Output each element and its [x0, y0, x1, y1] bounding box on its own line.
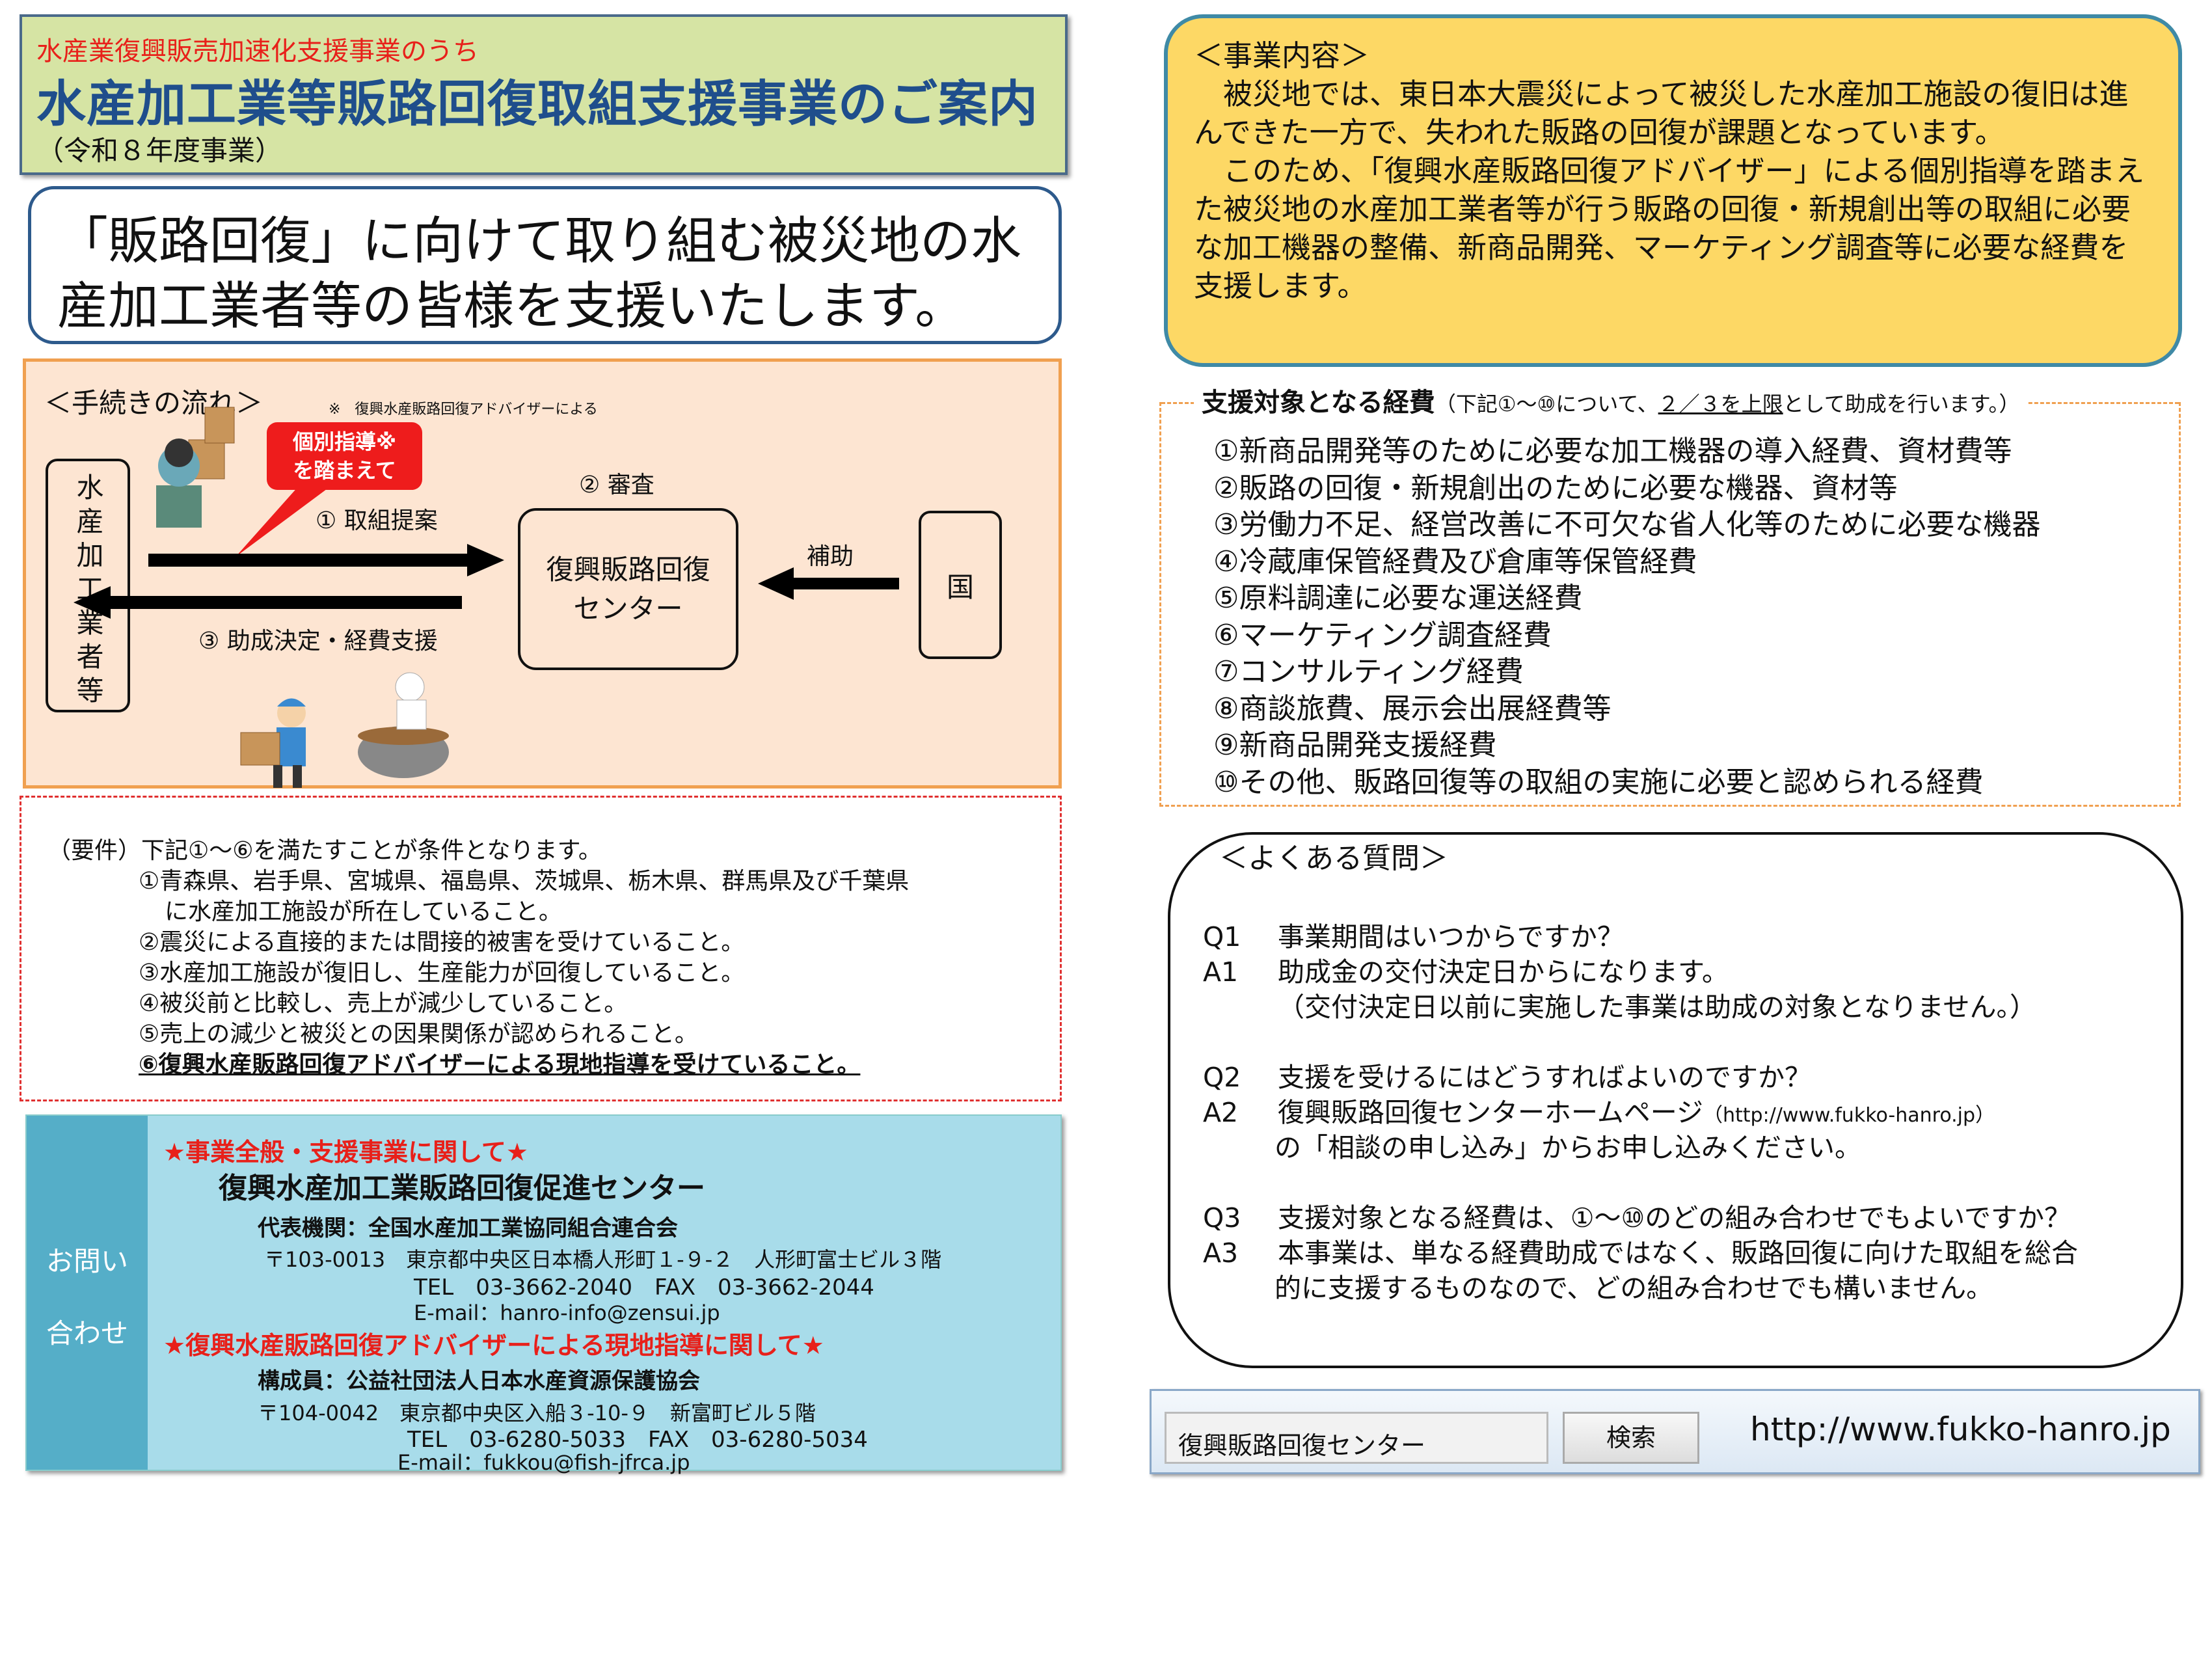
- search-button[interactable]: 検索: [1563, 1412, 1699, 1464]
- contact2-email[interactable]: E-mail：fukkou@fish-jfrca.jp: [398, 1450, 690, 1475]
- requirement-item: ⑤売上の減少と被災との因果関係が認められること。: [139, 1021, 698, 1047]
- expenses-note: として助成を行います。）: [1783, 392, 2020, 416]
- expenses-list: ①新商品開発等のために必要な加工機器の導入経費、資材費等 ②販路の回復・新規創出…: [1213, 433, 2040, 801]
- faq-q-label: Q3: [1203, 1202, 1241, 1234]
- callout-tail: [236, 485, 332, 557]
- business-paragraph: 被災地では、東日本大震災によって被災した水産加工施設の復旧は進んできた一方で、失…: [1194, 77, 2129, 150]
- faq-answer: 本事業は、単なる経費助成ではなく、販路回復に向けた取組を総合: [1278, 1237, 2078, 1269]
- eligible-expenses: 支援対象となる経費（下記①～⑩について、２／３を上限として助成を行います。） ①…: [1159, 381, 2181, 807]
- center-line: センター: [573, 592, 683, 625]
- expense-item: ①新商品開発等のために必要な加工機器の導入経費、資材費等: [1213, 435, 2012, 468]
- faq-question: 事業期間はいつからですか？: [1278, 921, 1624, 952]
- search-input[interactable]: 復興販路回復センター: [1165, 1412, 1548, 1464]
- contact1-email[interactable]: E-mail：hanro-info@zensui.jp: [414, 1301, 720, 1325]
- faq-answer: （交付決定日以前に実施した事業は助成の対象となりません。）: [1278, 991, 2037, 1023]
- worker-illustration-icon: [156, 407, 235, 528]
- title-subtitle: 水産業復興販売加速化支援事業のうち: [36, 36, 479, 66]
- faq-answer: 的に支援するものなので、どの組み合わせでも構いません。: [1275, 1273, 1993, 1304]
- requirement-item: ⑥復興水産販路回復アドバイザーによる現地指導を受けていること。: [139, 1051, 861, 1078]
- faq-q-label: Q1: [1203, 921, 1241, 952]
- cooking-illustration-icon: [358, 672, 449, 778]
- subsidy-label: 補助: [807, 543, 854, 570]
- expense-item: ⑤原料調達に必要な運送経費: [1213, 582, 1583, 615]
- faq-question: 支援を受けるにはどうすればよいのですか？: [1278, 1062, 1811, 1093]
- callout-line: 個別指導※: [292, 429, 397, 454]
- decision-arrow: [111, 596, 462, 609]
- website-url[interactable]: http://www.fukko-hanro.jp: [1750, 1410, 2171, 1448]
- expense-item: ④冷蔵庫保管経費及び倉庫等保管経費: [1213, 545, 1697, 578]
- contact2-rep: 構成員：公益社団法人日本水産資源保護協会: [258, 1368, 700, 1394]
- expenses-title: 支援対象となる経費: [1202, 388, 1435, 418]
- requirement-item: ③水産加工施設が復旧し、生産能力が回復していること。: [139, 960, 745, 986]
- requirements: （要件）下記①～⑥を満たすことが条件となります。 ①青森県、岩手県、宮城県、福島…: [20, 796, 1062, 1101]
- faq-a-label: A2: [1203, 1097, 1239, 1128]
- headline: 「販路回復」に向けて取り組む被災地の水産加工業者等の皆様を支援いたします。: [28, 186, 1062, 344]
- step-proposal: ① 取組提案: [316, 507, 438, 534]
- expenses-limit: ２／３を上限: [1658, 392, 1783, 416]
- expense-item: ⑧商談旅費、展示会出展経費等: [1213, 692, 1612, 725]
- business-paragraph: このため、「復興水産販路回復アドバイザー」による個別指導を踏まえた被災地の水産加…: [1194, 154, 2145, 303]
- expense-item: ⑨新商品開発支援経費: [1213, 729, 1497, 762]
- faq-answer-url[interactable]: （http://www.fukko-hanro.jp）: [1703, 1104, 1995, 1127]
- contact1-heading: ★事業全般・支援事業に関して★: [163, 1138, 528, 1167]
- delivery-illustration-icon: [240, 698, 306, 788]
- requirements-intro: （要件）下記①～⑥を満たすことが条件となります。: [47, 837, 602, 864]
- faq-answer: 復興販路回復センターホームページ（http://www.fukko-hanro.…: [1278, 1095, 1995, 1133]
- title-banner: 水産業復興販売加速化支援事業のうち 水産加工業等販路回復取組支援事業のご案内 （…: [20, 14, 1068, 175]
- center-box: 復興販路回復センター: [518, 508, 738, 670]
- faq-a-label: A3: [1203, 1237, 1239, 1269]
- procedure-flow: ＜手続きの流れ＞ ※ 復興水産販路回復アドバイザーによる 水産加工業者等: [23, 358, 1062, 789]
- contact-label-line: お問い: [46, 1245, 128, 1277]
- individual-guidance-callout: 個別指導※ を踏まえて: [267, 422, 422, 490]
- expense-item: ⑩その他、販路回復等の取組の実施に必要と認められる経費: [1213, 765, 1984, 799]
- step-decision: ③ 助成決定・経費支援: [198, 628, 438, 654]
- contact-label: お問い 合わせ: [27, 1116, 148, 1470]
- contact1-org: 復興水産加工業販路回復促進センター: [219, 1172, 705, 1205]
- expenses-heading: 支援対象となる経費（下記①～⑩について、２／３を上限として助成を行います。）: [1194, 381, 2028, 419]
- contact1-phone: TEL 03-3662-2040 FAX 03-3662-2044: [414, 1275, 874, 1301]
- expense-item: ②販路の回復・新規創出のために必要な機器、資材等: [1213, 471, 1898, 505]
- faq-answer-text: 復興販路回復センターホームページ: [1278, 1097, 1703, 1128]
- contact2-phone: TEL 03-6280-5033 FAX 03-6280-5034: [407, 1427, 868, 1453]
- proposal-arrow: [148, 554, 467, 567]
- fiscal-year: （令和８年度事業）: [36, 135, 283, 167]
- faq-a-label: A1: [1203, 956, 1239, 988]
- faq-q-label: Q2: [1203, 1062, 1241, 1093]
- flow-arrows: [74, 407, 899, 788]
- country-box: 国: [919, 511, 1002, 659]
- business-heading: ＜事業内容＞: [1194, 38, 1370, 73]
- requirement-item: ①青森県、岩手県、宮城県、福島県、茨城県、栃木県、群馬県及び千葉県: [139, 868, 910, 895]
- faq-heading: ＜よくある質問＞: [1219, 842, 1448, 875]
- faq: ＜よくある質問＞ Q1 事業期間はいつからですか？ A1 助成金の交付決定日から…: [1168, 832, 2183, 1368]
- faq-answer: の「相談の申し込み」からお申し込みください。: [1275, 1132, 1861, 1163]
- contact1-rep: 代表機関：全国水産加工業協同組合連合会: [258, 1215, 678, 1241]
- contact-info: お問い 合わせ ★事業全般・支援事業に関して★ 復興水産加工業販路回復促進センタ…: [25, 1114, 1062, 1475]
- faq-question: 支援対象となる経費は、①～⑩のどの組み合わせでもよいですか？: [1278, 1202, 2071, 1234]
- faq-answer: 助成金の交付決定日からになります。: [1278, 956, 1729, 988]
- business-description: ＜事業内容＞ 被災地では、東日本大震災によって被災した水産加工施設の復旧は進んで…: [1164, 14, 2182, 367]
- search-bar: 復興販路回復センター 検索 http://www.fukko-hanro.jp: [1150, 1389, 2200, 1474]
- requirement-item: ②震災による直接的または間接的被害を受けていること。: [139, 929, 745, 956]
- flow-note: ※ 復興水産販路回復アドバイザーによる: [329, 401, 598, 418]
- expense-item: ⑦コンサルティング経費: [1213, 655, 1524, 688]
- requirement-item: ④被災前と比較し、売上が減少していること。: [139, 990, 628, 1017]
- expense-item: ③労働力不足、経営改善に不可欠な省人化等のために必要な機器: [1213, 508, 2041, 541]
- contact2-address: 〒104-0042 東京都中央区入船３-10-９ 新富町ビル５階: [258, 1401, 816, 1425]
- step-review: ② 審査: [579, 472, 654, 498]
- center-line: 復興販路回復: [546, 553, 710, 586]
- contact1-address: 〒103-0013 東京都中央区日本橋人形町１-９-２ 人形町富士ビル３階: [264, 1247, 942, 1272]
- requirement-item: に水産加工施設が所在していること。: [165, 898, 562, 925]
- contact2-heading: ★復興水産販路回復アドバイザーによる現地指導に関して★: [163, 1331, 824, 1360]
- contact-label-line: 合わせ: [46, 1317, 128, 1349]
- expenses-note: （下記①～⑩について、: [1435, 392, 1658, 416]
- page-title: 水産加工業等販路回復取組支援事業のご案内: [36, 75, 1038, 133]
- expense-item: ⑥マーケティング調査経費: [1213, 618, 1552, 652]
- callout-line: を踏まえて: [293, 458, 396, 483]
- subsidy-arrow: [794, 578, 899, 589]
